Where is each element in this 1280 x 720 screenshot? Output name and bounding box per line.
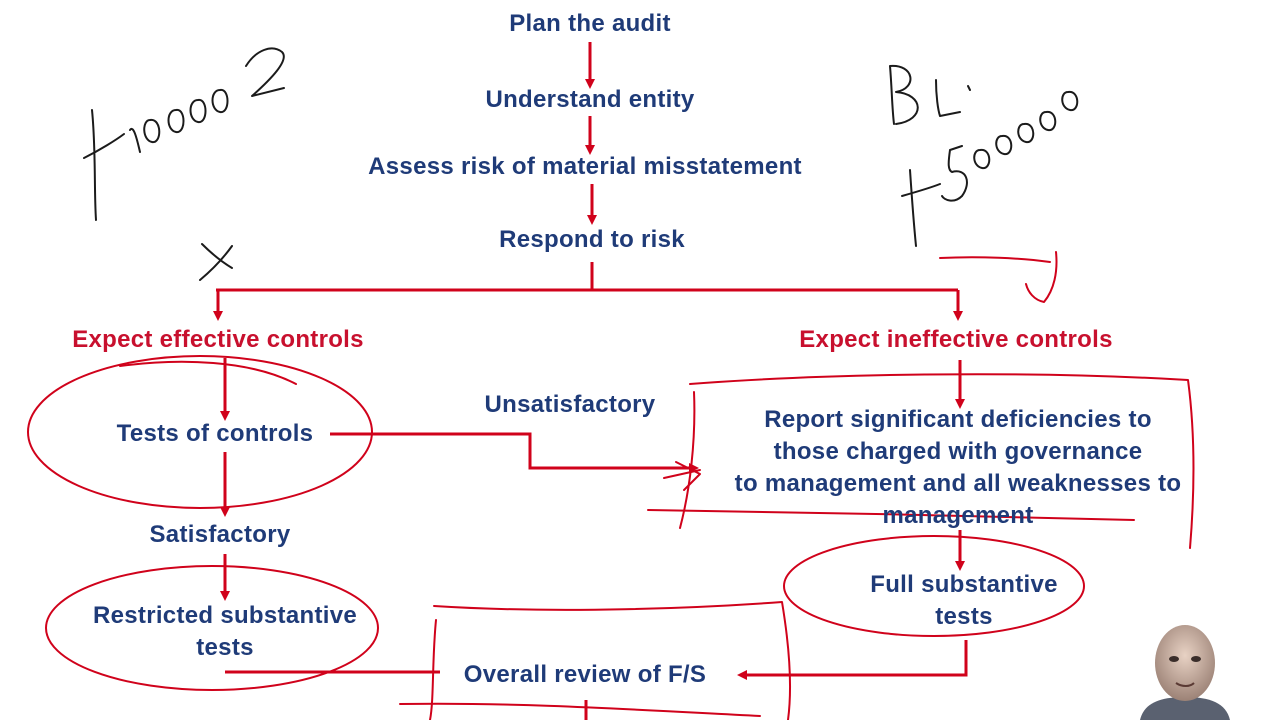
full-line-2: tests xyxy=(935,603,993,630)
annotation-circle-full xyxy=(783,535,1085,637)
annotation-handwriting-100000 xyxy=(83,47,285,221)
annotation-box-overall-left xyxy=(429,619,437,720)
annotation-box-report-top xyxy=(689,373,1195,549)
annotation-arrowhead xyxy=(663,461,701,491)
annotation-box-report-left xyxy=(679,391,696,529)
presenter-icon xyxy=(1140,625,1230,720)
report-line-2: those charged with governance xyxy=(773,438,1143,465)
label-satisfactory: Satisfactory xyxy=(149,521,291,548)
node-plan-the-audit: Plan the audit xyxy=(509,10,671,37)
full-line-1: Full substantive xyxy=(870,571,1058,598)
report-line-1: Report significant deficiencies to xyxy=(764,406,1152,433)
node-expect-ineffective-controls: Expect ineffective controls xyxy=(799,326,1113,353)
annotation-box-overall-bottom xyxy=(399,702,761,717)
node-understand-entity: Understand entity xyxy=(485,86,695,113)
annotation-handwriting-bl-500000 xyxy=(889,64,1079,247)
report-line-4: management xyxy=(882,502,1034,529)
restricted-line-2: tests xyxy=(196,634,254,661)
label-unsatisfactory: Unsatisfactory xyxy=(484,391,656,418)
node-restricted-substantive-tests: Restricted substantive tests xyxy=(60,600,390,664)
arrow-unsatisfactory-to-report xyxy=(330,432,699,473)
presenter-video-overlay xyxy=(1130,615,1240,720)
annotation-box-overall xyxy=(433,601,791,720)
node-respond-to-risk: Respond to risk xyxy=(499,226,685,253)
node-assess-risk: Assess risk of material misstatement xyxy=(368,153,802,180)
annotation-stroke xyxy=(119,360,297,385)
node-full-substantive-tests: Full substantive tests xyxy=(834,569,1094,633)
arrow-full-to-overall xyxy=(737,640,968,680)
annotation-tick xyxy=(939,251,1058,303)
annotation-box-report-bottom xyxy=(647,509,1135,521)
node-tests-of-controls: Tests of controls xyxy=(116,420,314,447)
node-overall-review: Overall review of F/S xyxy=(463,661,707,688)
node-report-deficiencies: Report significant deficiencies to those… xyxy=(700,404,1216,532)
report-line-3: to management and all weaknesses to xyxy=(734,470,1182,497)
node-expect-effective-controls: Expect effective controls xyxy=(72,326,364,353)
restricted-line-1: Restricted substantive xyxy=(92,602,357,629)
annotation-circle-tests xyxy=(27,355,373,509)
annotation-circle-restricted xyxy=(45,565,379,691)
annotation-handwriting-x xyxy=(199,243,233,281)
